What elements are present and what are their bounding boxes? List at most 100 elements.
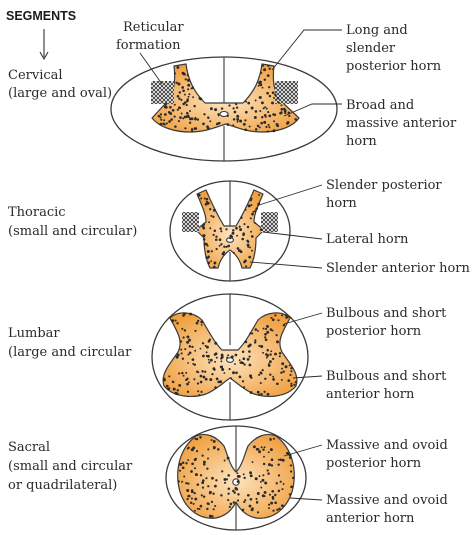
neuron-dot [274, 314, 277, 317]
neuron-dot [202, 223, 206, 226]
neuron-dot [188, 121, 192, 124]
callout-line: anterior horn [326, 511, 415, 526]
neuron-dot [288, 364, 291, 367]
neuron-dot [281, 362, 285, 366]
callout-line: Lateral horn [326, 232, 409, 247]
sacral-label: Sacral (small and circular or quadrilate… [8, 440, 133, 493]
neuron-dot [245, 100, 248, 103]
neuron-dot [271, 489, 275, 493]
neuron-dot [234, 363, 236, 365]
neuron-dot [253, 341, 257, 344]
leader-line [283, 103, 342, 117]
neuron-dot [236, 472, 239, 475]
neuron-dot [250, 235, 254, 238]
neuron-dot [269, 437, 272, 440]
neuron-dot [228, 104, 231, 107]
neuron-dot [178, 91, 182, 94]
neuron-dot [269, 360, 272, 364]
neuron-dot [234, 353, 238, 357]
neuron-dot [194, 497, 198, 501]
neuron-dot [185, 378, 188, 382]
neuron-dot [258, 475, 261, 478]
neuron-dot [167, 387, 171, 391]
neuron-dot [268, 114, 272, 118]
neuron-dot [191, 130, 194, 133]
neuron-dot [190, 497, 193, 500]
neuron-dot [258, 81, 262, 85]
neuron-dot [281, 504, 284, 508]
sacral-label-line-3: or quadrilateral) [8, 478, 117, 493]
neuron-dot [186, 489, 190, 492]
neuron-dot [281, 367, 283, 370]
neuron-dot [217, 114, 220, 117]
neuron-dot [261, 64, 265, 67]
neuron-dot [209, 107, 213, 111]
neuron-dot [200, 324, 203, 326]
neuron-dot [188, 338, 191, 342]
neuron-dot [176, 108, 179, 111]
neuron-dot [187, 459, 190, 462]
neuron-dot [173, 115, 176, 118]
neuron-dot [236, 234, 239, 237]
neuron-dot [238, 225, 241, 228]
neuron-dot [255, 447, 259, 451]
neuron-dot [196, 370, 199, 373]
neuron-dot [258, 193, 260, 196]
thoracic-reticular-formation-left [182, 212, 199, 232]
neuron-dot [168, 120, 171, 123]
neuron-dot [213, 484, 217, 488]
neuron-dot [206, 256, 210, 260]
neuron-dot [226, 356, 229, 359]
neuron-dot [272, 509, 275, 512]
neuron-dot [205, 354, 208, 357]
neuron-dot [209, 120, 212, 123]
neuron-dot [180, 352, 183, 355]
callout-thoracic-anterior-horn: Slender anterior horn [249, 261, 470, 276]
neuron-dot [214, 386, 217, 389]
neuron-dot [201, 342, 205, 345]
neuron-dot [185, 103, 188, 107]
neuron-dot [266, 130, 269, 133]
callout-line: Broad and [346, 98, 414, 113]
neuron-dot [199, 436, 202, 439]
neuron-dot [236, 117, 240, 121]
neuron-dot [186, 111, 189, 115]
neuron-dot [173, 72, 176, 75]
neuron-dot [248, 504, 252, 508]
neuron-dot [289, 470, 293, 473]
neuron-dot [235, 371, 238, 375]
neuron-dot [274, 93, 277, 96]
neuron-dot [259, 83, 263, 87]
neuron-dot [192, 446, 196, 450]
neuron-dot [263, 390, 266, 393]
neuron-dot [207, 339, 211, 343]
neuron-dot [264, 115, 267, 118]
neuron-dot [271, 318, 275, 322]
neuron-dot [241, 380, 245, 383]
callout-lumbar-posterior-horn: Bulbous and short posterior horn [283, 306, 447, 339]
neuron-dot [196, 382, 200, 385]
neuron-dot [262, 474, 265, 477]
neuron-dot [197, 193, 201, 197]
neuron-dot [223, 245, 226, 248]
neuron-dot [268, 126, 271, 129]
neuron-dot [280, 378, 283, 381]
neuron-dot [273, 120, 276, 123]
neuron-dot [229, 502, 233, 506]
neuron-dot [239, 119, 243, 123]
neuron-dot [256, 329, 259, 332]
neuron-dot [226, 456, 230, 460]
neuron-dot [212, 508, 215, 511]
neuron-dot [268, 493, 271, 496]
neuron-dot [246, 225, 250, 229]
neuron-dot [231, 235, 234, 238]
neuron-dot [211, 476, 214, 480]
neuron-dot [247, 204, 251, 208]
neuron-dot [200, 390, 203, 393]
callout-line: Long and [346, 23, 408, 38]
neuron-dot [290, 384, 293, 388]
neuron-dot [218, 121, 221, 124]
lumbar-section [151, 293, 309, 421]
neuron-dot [171, 380, 175, 384]
neuron-dot [277, 458, 280, 461]
